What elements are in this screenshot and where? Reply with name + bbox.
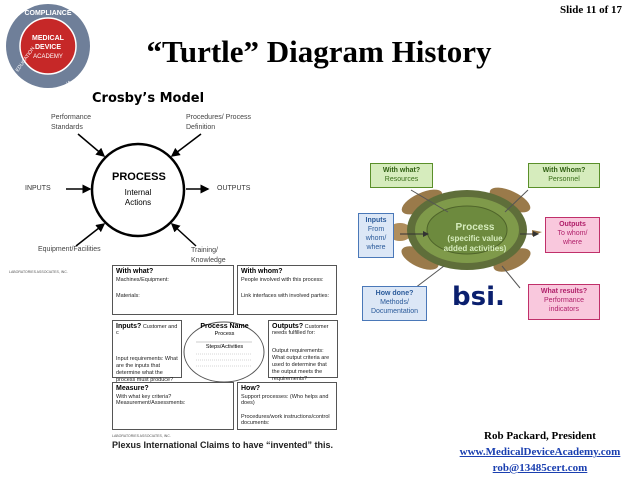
crosby-training: Training/ Knowledge xyxy=(191,247,226,264)
crosby-inputs: INPUTS xyxy=(25,185,51,192)
logo-top-text: COMPLIANCE xyxy=(24,10,71,17)
plexus-inputs-body: Input requirements: What are the inputs … xyxy=(116,356,178,383)
turtle-with-whom-sub: Personnel xyxy=(548,176,580,183)
plexus-how-line-2: Procedures/work instructions/control doc… xyxy=(241,414,330,426)
turtle-with-what-box: With what? Resources xyxy=(370,163,433,188)
plexus-inputs-title: Inputs? xyxy=(116,323,142,330)
logo-center-3: ACADEMY xyxy=(33,54,63,60)
plexus-with-whom-title: With whom? xyxy=(241,268,283,275)
crosby-performance-standards: Performance Standards xyxy=(51,114,92,131)
plexus-process-name: Process Name xyxy=(200,323,249,330)
turtle-inputs-sub: From whom/ where xyxy=(365,226,387,251)
plexus-measure-line-1: With what key criteria? xyxy=(116,394,172,400)
turtle-inputs-title: Inputs xyxy=(365,217,387,224)
turtle-process-sub: (specific value added activities) xyxy=(443,234,507,253)
turtle-what-results-box: What results? Performance indicators xyxy=(528,284,600,320)
turtle-how-done-title: How done? xyxy=(375,290,414,297)
turtle-connectors xyxy=(370,170,610,320)
plexus-copyright-bottom: LABORATORIES ASSOCIATES, INC. xyxy=(112,434,171,438)
plexus-outputs-body: Output requirements: What output criteri… xyxy=(272,348,330,382)
plexus-how-line-1: Support processes: (Who helps and does) xyxy=(241,394,329,406)
plexus-measure-line-2: Measurement/Assessments: xyxy=(116,400,186,406)
turtle-outputs-sub: To whom/ where xyxy=(557,230,588,246)
plexus-measure-box: Measure? With what key criteria? Measure… xyxy=(112,382,234,430)
slide-title: “Turtle” Diagram History xyxy=(146,34,492,69)
crosby-equipment: Equipment/Facilities xyxy=(38,246,101,253)
slide-number: Slide 11 of 17 xyxy=(560,4,623,16)
crosby-internal-actions: Internal Actions xyxy=(124,188,152,207)
logo-center-1: MEDICAL xyxy=(32,35,65,42)
plexus-with-whom-box: With whom? People involved with this pro… xyxy=(237,265,337,315)
plexus-process-center: Process Name Process Steps/Activities xyxy=(182,320,267,384)
turtle-with-what-sub: Resources xyxy=(384,176,419,183)
crosby-heading: Crosby’s Model xyxy=(92,91,205,106)
turtle-how-done-box: How done? Methods/ Documentation xyxy=(362,286,427,321)
crosby-process: PROCESS xyxy=(112,171,166,183)
logo-center-2: DEVICE xyxy=(35,44,61,51)
plexus-copyright-top: LABORATORIES ASSOCIATES, INC. xyxy=(9,270,68,274)
crosby-outputs: OUTPUTS xyxy=(217,185,251,192)
plexus-measure-title: Measure? xyxy=(116,385,149,392)
footer-email-link[interactable]: rob@13485cert.com xyxy=(492,462,588,474)
plexus-steps: Steps/Activities xyxy=(205,344,244,350)
plexus-with-whom-line-2: Link interfaces with involved parties: xyxy=(241,293,330,299)
plexus-inputs-box: Inputs? Customer and c Input requirement… xyxy=(112,320,182,383)
plexus-inputs-suffix: Customer and c xyxy=(116,324,178,336)
turtle-how-done-sub: Methods/ Documentation xyxy=(370,299,419,315)
plexus-with-what-line-1: Machines/Equipment: xyxy=(116,277,169,283)
turtle-with-what-title: With what? xyxy=(382,167,421,174)
turtle-outputs-box: Outputs To whom/ where xyxy=(545,217,600,253)
turtle-what-results-title: What results? xyxy=(540,288,588,295)
plexus-with-what-line-2: Materials: xyxy=(116,293,140,299)
turtle-process-title: Process xyxy=(455,222,495,233)
turtle-image xyxy=(388,180,542,280)
footer-website-link[interactable]: www.MedicalDeviceAcademy.com xyxy=(459,446,621,458)
bsi-logo: bsi. xyxy=(452,282,505,312)
plexus-with-whom-line-1: People involved with this process: xyxy=(241,277,324,283)
plexus-with-what-box: With what? Machines/Equipment: Materials… xyxy=(112,265,234,315)
plexus-how-title: How? xyxy=(241,385,261,392)
plexus-process-sub: Process xyxy=(214,331,235,337)
turtle-inputs-box: Inputs From whom/ where xyxy=(358,213,394,258)
footer-name: Rob Packard, President xyxy=(484,430,596,442)
turtle-outputs-title: Outputs xyxy=(559,221,586,228)
turtle-with-whom-box: With Whom? Personnel xyxy=(528,163,600,188)
plexus-outputs-suffix: Customer needs fulfilled for: xyxy=(272,324,329,336)
crosby-diagram xyxy=(36,130,276,260)
turtle-with-whom-title: With Whom? xyxy=(542,167,586,174)
plexus-outputs-box: Outputs? Customer needs fulfilled for: O… xyxy=(268,320,338,382)
medical-device-academy-logo: COMPLIANCE MEDICAL DEVICE ACADEMY EDUCAT… xyxy=(4,2,92,114)
plexus-how-box: How? Support processes: (Who helps and d… xyxy=(237,382,337,430)
turtle-what-results-sub: Performance indicators xyxy=(543,297,585,313)
plexus-outputs-title: Outputs? xyxy=(272,323,304,330)
logo-right-text: SUBMISSIONS xyxy=(64,80,87,90)
crosby-procedures-definition: Procedures/ Process Definition xyxy=(186,114,251,131)
plexus-caption: Plexus International Claims to have “inv… xyxy=(112,440,334,450)
plexus-with-what-title: With what? xyxy=(116,268,154,275)
